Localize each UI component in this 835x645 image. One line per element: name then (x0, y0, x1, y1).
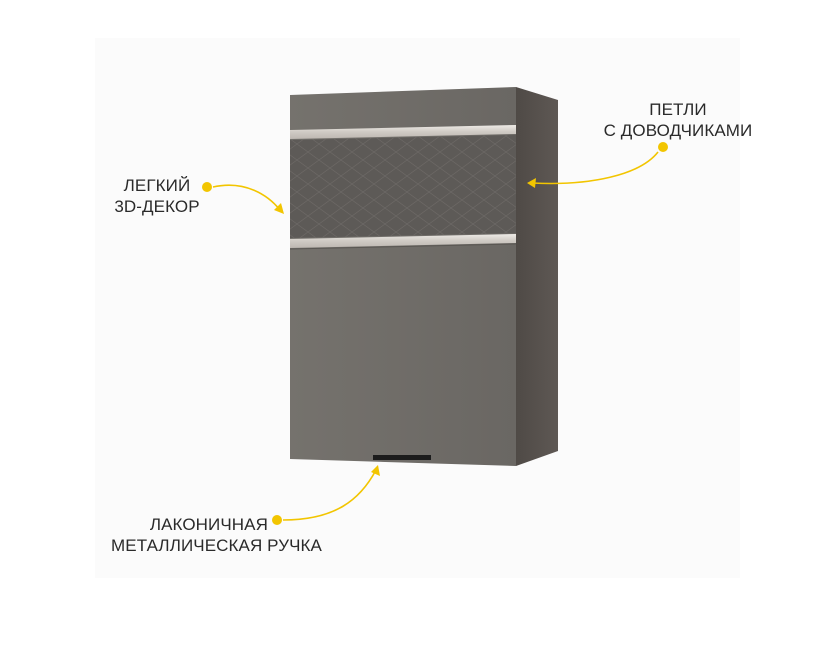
curved-arrow-icon (531, 151, 659, 185)
yellow-dot-icon (272, 515, 282, 525)
callout-handle: ЛАКОНИЧНАЯ МЕТАЛЛИЧЕСКАЯ РУЧКА (60, 514, 322, 556)
callout-hinges-line1: ПЕТЛИ (649, 100, 707, 119)
yellow-dot-icon (202, 182, 212, 192)
callout-handle-line1: ЛАКОНИЧНАЯ (149, 515, 268, 534)
callout-hinges: ПЕТЛИ С ДОВОДЧИКАМИ (588, 99, 768, 141)
metal-handle (373, 455, 431, 460)
top-trim (290, 125, 516, 139)
callout-decor-line1: ЛЕГКИЙ (123, 176, 191, 195)
decor-pattern (290, 135, 516, 238)
curved-arrow-icon (212, 184, 281, 211)
curved-arrow-icon (282, 469, 377, 521)
arrowhead-icon (371, 465, 380, 476)
callout-decor: ЛЕГКИЙ 3D-ДЕКОР (102, 175, 212, 217)
door-gap (289, 243, 517, 250)
arrowhead-icon (527, 178, 536, 188)
cabinet-side (516, 87, 558, 466)
callout-decor-line2: 3D-ДЕКОР (114, 197, 200, 216)
arrowhead-icon (274, 203, 284, 214)
callout-handle-line2: МЕТАЛЛИЧЕСКАЯ РУЧКА (111, 536, 322, 555)
bottom-trim (290, 234, 516, 248)
yellow-dot-icon (658, 142, 668, 152)
callout-hinges-line2: С ДОВОДЧИКАМИ (603, 121, 753, 140)
